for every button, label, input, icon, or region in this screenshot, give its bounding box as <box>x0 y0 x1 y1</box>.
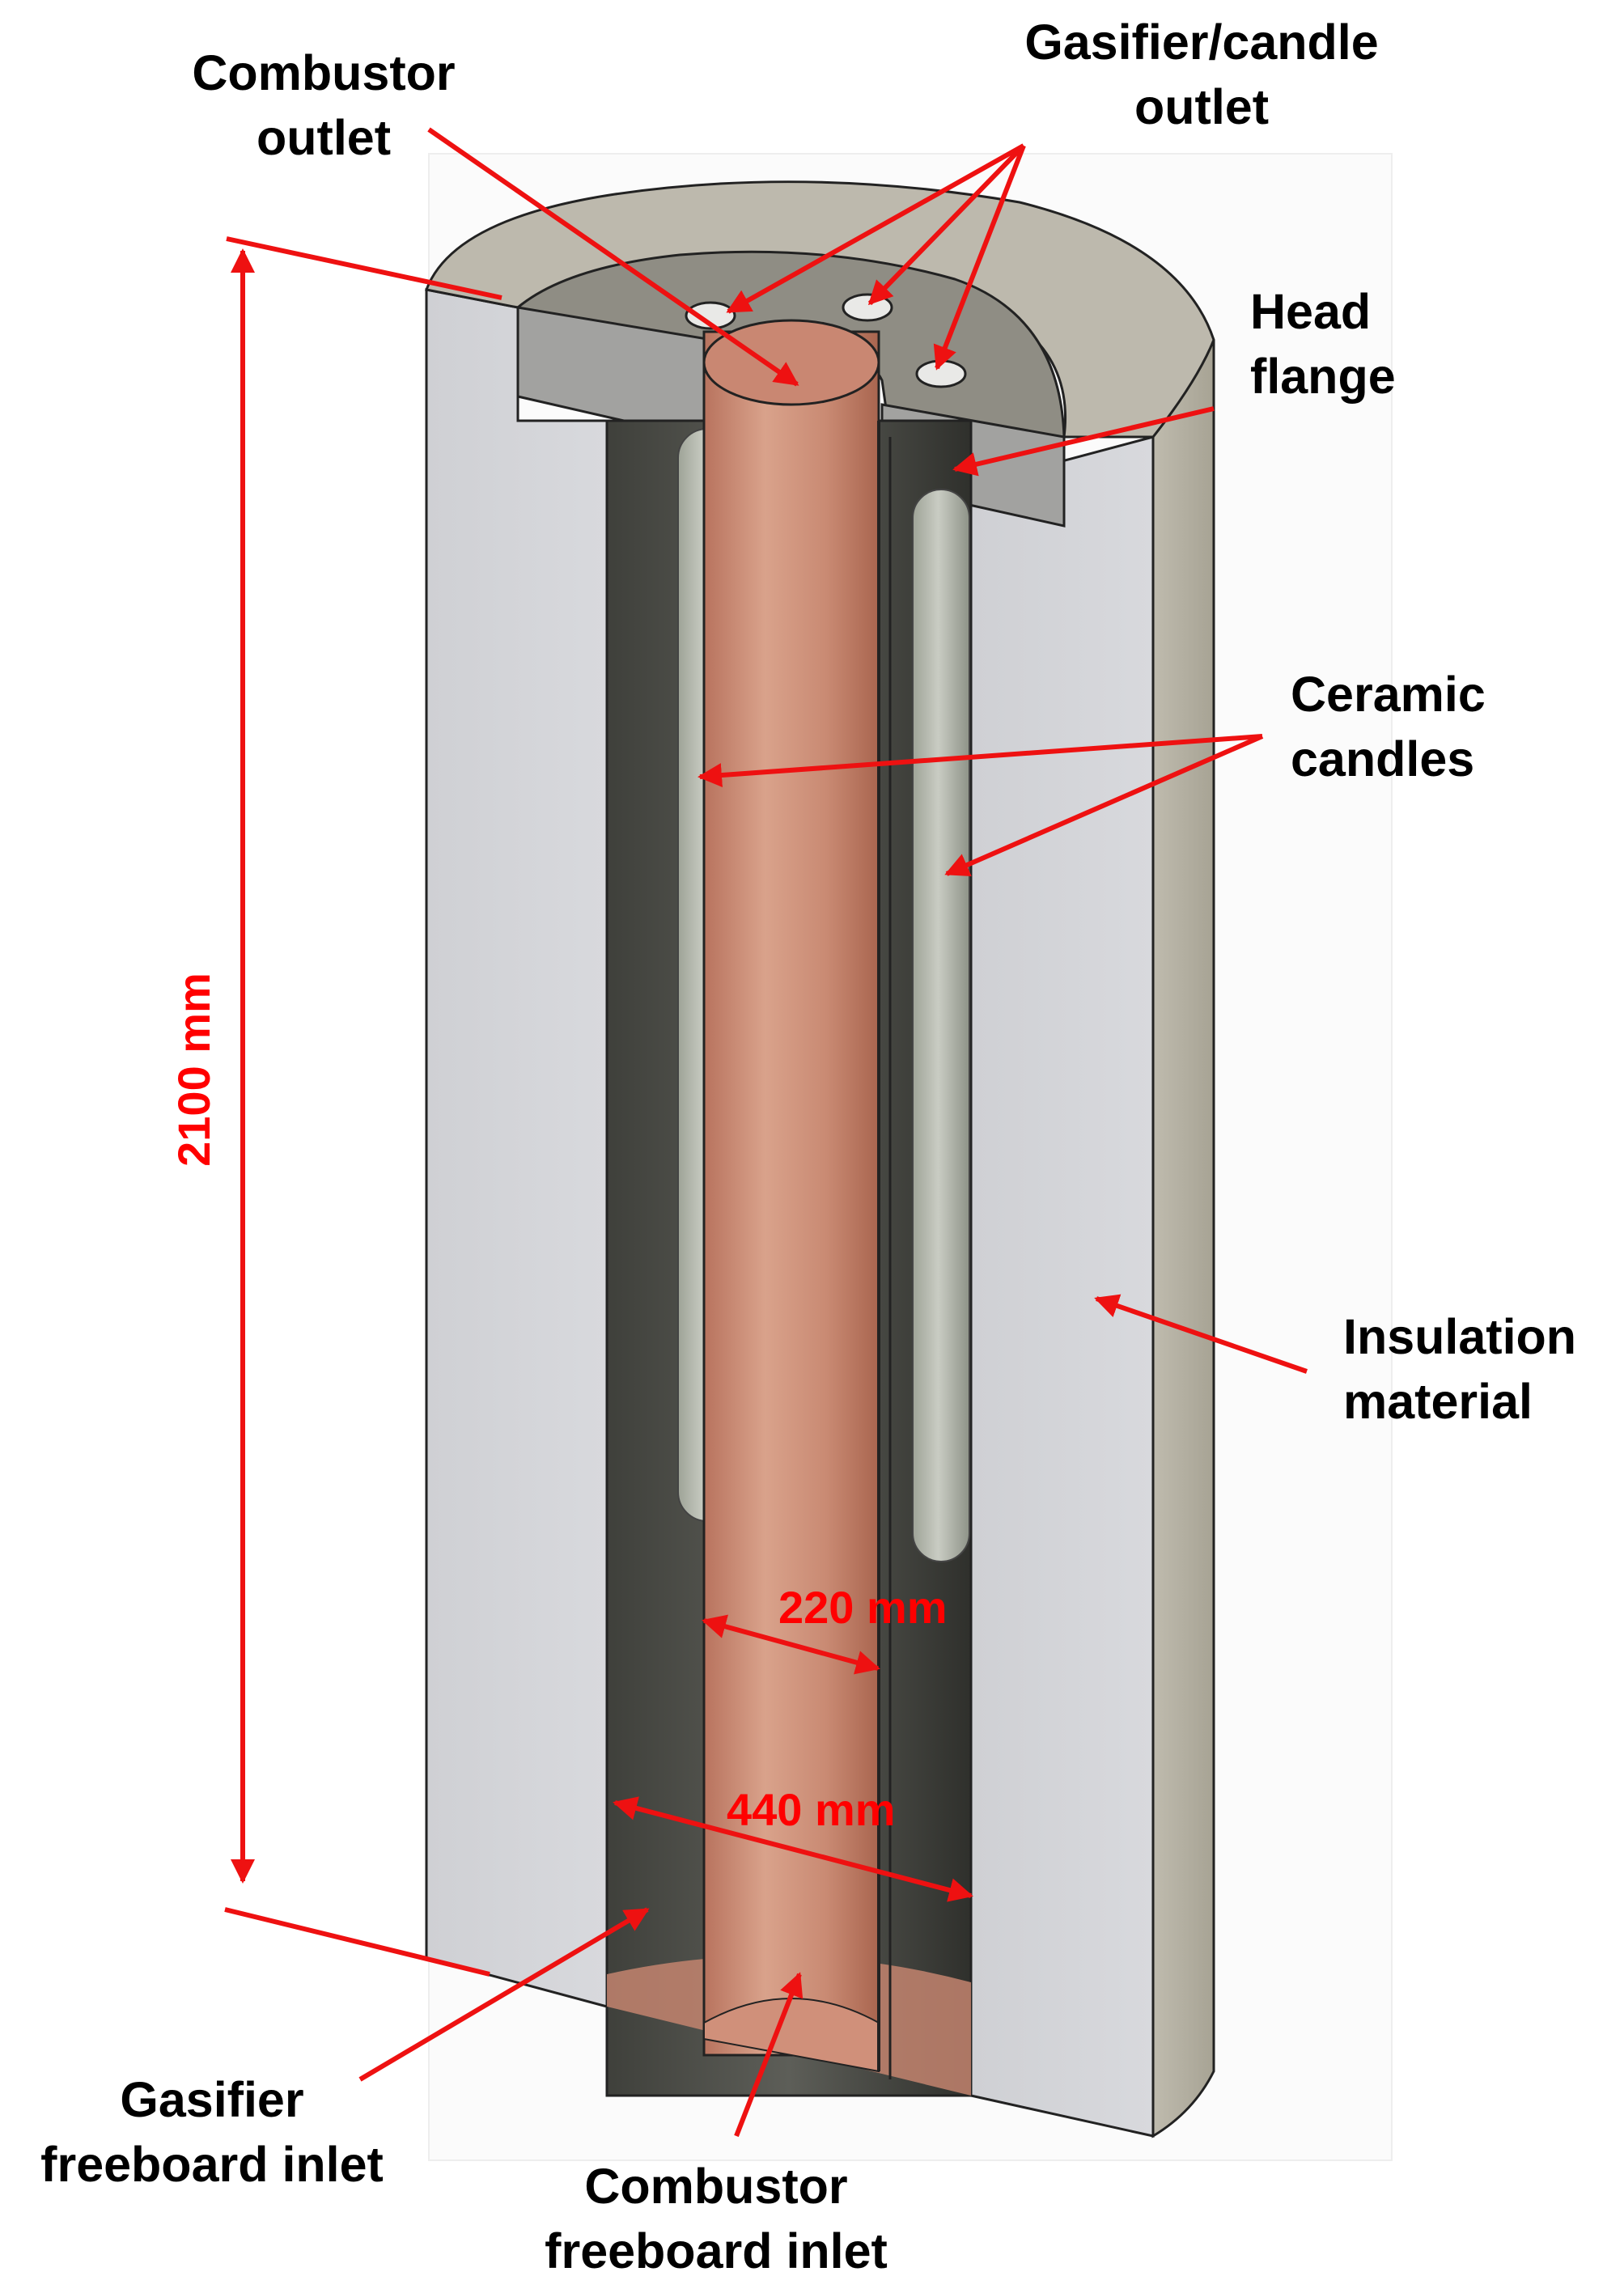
arrow-ceramic-candle-1 <box>698 734 1263 788</box>
insulation-outer-shell <box>1151 339 1215 2138</box>
dimension-line-440 <box>613 1796 973 1902</box>
label-insulation-material-line-1: Insulation <box>1343 1309 1577 1364</box>
outlet-hole-3 <box>915 359 967 388</box>
label-combustor-freeboard-inlet-line-1: Combustor <box>584 2159 848 2214</box>
label-gasifier-candle-outlet: Gasifier/candle outlet <box>991 10 1412 139</box>
arrow-gasifier-outlet-2 <box>867 143 1026 306</box>
label-gasifier-freeboard-inlet-line-1: Gasifier <box>120 2072 304 2127</box>
label-combustor-freeboard-inlet-line-2: freeboard inlet <box>545 2223 888 2278</box>
label-head-flange-line-2: flange <box>1250 349 1396 404</box>
label-combustor-outlet-line-2: outlet <box>256 110 392 165</box>
label-gasifier-candle-outlet-line-2: outlet <box>1134 79 1270 134</box>
ceramic-candle-right <box>912 489 970 1562</box>
label-gasifier-freeboard-inlet: Gasifier freeboard inlet <box>10 2067 414 2197</box>
extension-line-top <box>226 236 502 300</box>
arrow-combustor-outlet <box>427 127 799 387</box>
label-combustor-freeboard-inlet: Combustor freeboard inlet <box>514 2154 918 2283</box>
label-ceramic-candles-line-1: Ceramic <box>1291 667 1486 722</box>
label-head-flange-line-1: Head <box>1250 284 1372 339</box>
arrow-gasifier-outlet-1 <box>726 143 1025 314</box>
arrow-gasifier-outlet-3 <box>933 144 1026 371</box>
insulation-left-face <box>425 288 608 2008</box>
label-gasifier-freeboard-inlet-line-2: freeboard inlet <box>40 2137 384 2192</box>
label-insulation-material: Insulation material <box>1343 1304 1576 1434</box>
dimension-inner-diameter-label: 220 mm <box>778 1582 948 1633</box>
outlet-hole-1 <box>685 301 736 330</box>
label-combustor-outlet-line-1: Combustor <box>192 45 456 100</box>
insulation-right-face <box>969 435 1155 2138</box>
label-insulation-material-line-2: material <box>1343 1374 1533 1429</box>
annotation-arrows <box>224 127 1308 2138</box>
arrow-head-flange <box>952 406 1215 477</box>
label-gasifier-candle-outlet-line-1: Gasifier/candle <box>1024 15 1379 70</box>
arrow-insulation <box>1094 1294 1308 1374</box>
label-ceramic-candles-line-2: candles <box>1291 731 1475 786</box>
dimension-height-label: 2100 mm <box>168 973 219 1167</box>
combustor-tube-top <box>702 319 880 406</box>
arrow-combustor-inlet <box>734 1972 804 2138</box>
combustor-tube <box>702 330 880 2057</box>
arrow-gasifier-inlet <box>358 1907 650 2082</box>
label-ceramic-candles: Ceramic candles <box>1291 662 1486 791</box>
label-head-flange: Head flange <box>1250 279 1396 409</box>
label-combustor-outlet: Combustor outlet <box>172 40 476 170</box>
outlet-hole-2 <box>842 293 893 322</box>
dimension-line-220 <box>702 1614 880 1675</box>
extension-line-bottom <box>224 1907 490 1977</box>
dimension-outer-diameter-label: 440 mm <box>727 1784 896 1835</box>
arrow-ceramic-candle-2 <box>944 734 1264 876</box>
